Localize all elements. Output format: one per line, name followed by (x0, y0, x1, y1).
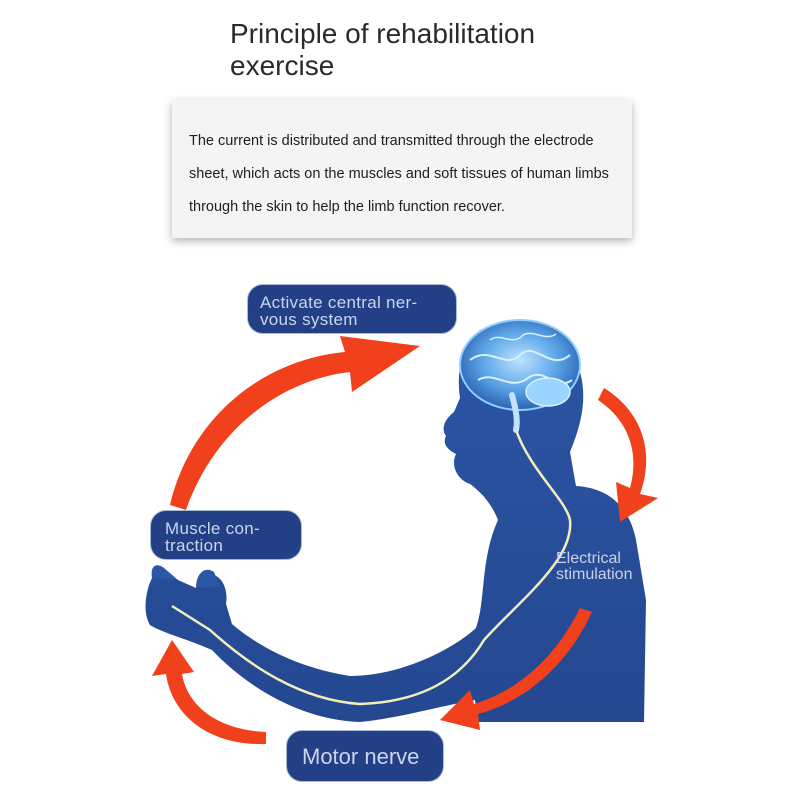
nerve-line (171, 429, 572, 706)
description-text: The current is distributed and transmitt… (189, 133, 609, 215)
curved-arrow-icon (152, 336, 658, 745)
human-figure-icon (145, 325, 646, 722)
step-muscle-contraction-line1: Muscle con- (165, 519, 260, 538)
step-electrical-stimulation: Electrical stimulation (556, 551, 656, 583)
step-activate-cns: Activate central ner- vous system (247, 284, 457, 334)
step-activate-cns-line2: vous system (260, 310, 358, 329)
description-card: The current is distributed and transmitt… (172, 100, 632, 238)
step-electrical-stimulation-line1: Electrical (556, 550, 621, 567)
step-motor-nerve: Motor nerve (286, 730, 444, 782)
step-electrical-stimulation-line2: stimulation (556, 566, 633, 583)
step-activate-cns-line1: Activate central ner- (260, 293, 418, 312)
page-title: Principle of rehabilitation exercise (230, 18, 536, 81)
brain-icon (459, 319, 581, 433)
step-muscle-contraction: Muscle con- traction (150, 510, 302, 560)
step-motor-nerve-label: Motor nerve (302, 744, 420, 769)
step-muscle-contraction-line2: traction (165, 536, 224, 555)
